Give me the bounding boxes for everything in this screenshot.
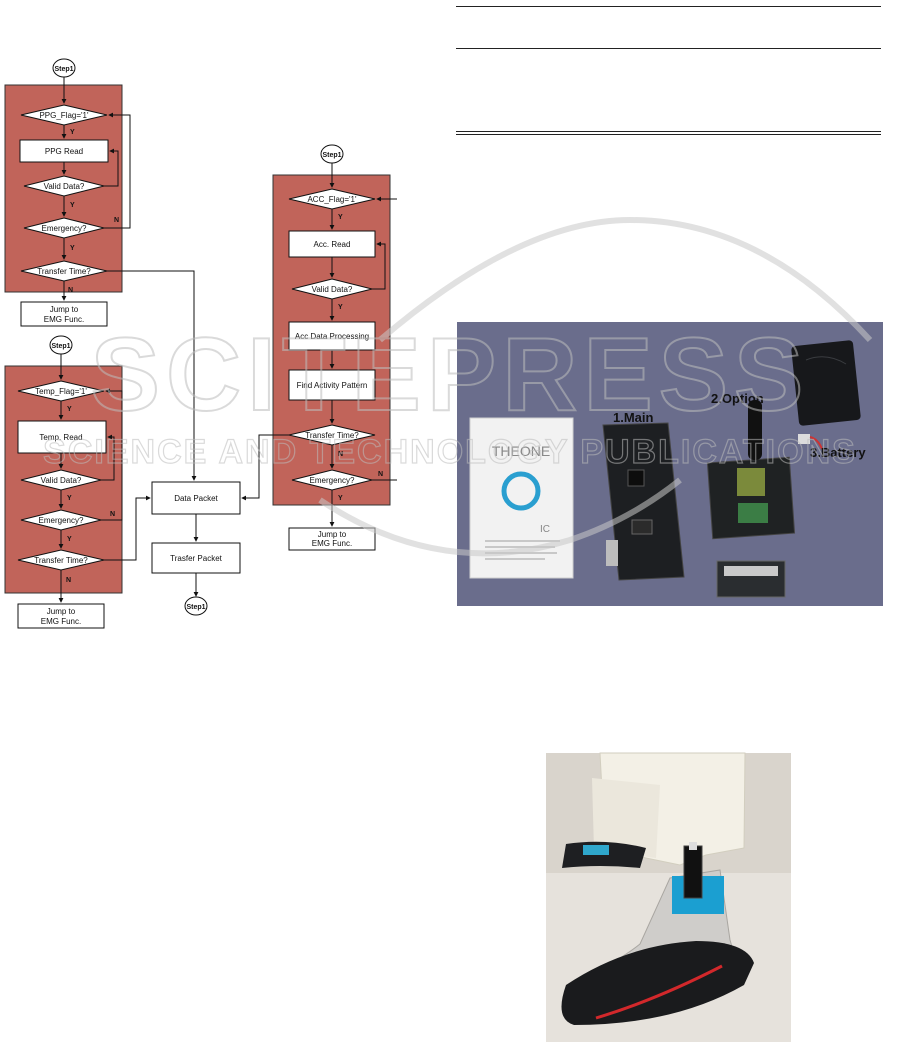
data-packet-box	[151, 481, 241, 515]
svg-text:Valid Data?: Valid Data?	[41, 476, 82, 485]
box-mark: IC	[540, 524, 550, 535]
sensor-device	[683, 845, 703, 899]
option-board	[706, 456, 796, 540]
svg-text:Transfer Time?: Transfer Time?	[305, 431, 359, 440]
box-logo-ring	[501, 471, 541, 511]
svg-text:Y: Y	[70, 245, 75, 252]
svg-text:Transfer Time?: Transfer Time?	[34, 556, 88, 565]
ppg-flag-label: PPG_Flag='1'	[39, 111, 89, 120]
svg-text:N: N	[66, 577, 71, 584]
svg-text:Step1: Step1	[51, 343, 70, 350]
svg-text:Acc. Read: Acc. Read	[314, 240, 351, 249]
packet-flow: Data Packet Trasfer Packet Step1	[104, 270, 241, 616]
svg-text:Valid Data?: Valid Data?	[312, 285, 353, 294]
svg-text:Temp_Flag='1': Temp_Flag='1'	[35, 387, 87, 396]
svg-text:Y: Y	[338, 495, 343, 502]
box-brand: THEONE	[492, 443, 550, 459]
svg-text:EMG Func.: EMG Func.	[312, 539, 352, 548]
svg-text:Y: Y	[70, 202, 75, 209]
ppg-flow: Step1 PPG_Flag='1' Y PPG Read Valid Data…	[4, 58, 131, 327]
temp-jump-box	[17, 603, 105, 629]
right-sandal	[561, 941, 754, 1025]
main-label: 1.Main	[613, 410, 654, 425]
ppg-transfer-label: Transfer Time?	[37, 267, 91, 276]
acc-pattern-box	[288, 369, 376, 401]
svg-text:Emergency?: Emergency?	[39, 516, 84, 525]
ppg-jump-box	[20, 301, 108, 327]
svg-text:N: N	[68, 287, 73, 294]
option-label: 2.Option	[711, 391, 764, 406]
watermark-word: SCITEPRESS	[91, 317, 810, 433]
ppg-emergency-label: Emergency?	[42, 224, 87, 233]
acc-read-box	[288, 230, 376, 258]
main-board	[602, 422, 685, 581]
ppg-start-label: Step1	[54, 66, 73, 73]
svg-text:Jump to: Jump to	[50, 305, 79, 314]
ankle-photo	[546, 752, 791, 1042]
table-header-rule	[456, 48, 881, 49]
transfer-packet-box	[151, 542, 241, 574]
svg-text:N: N	[378, 471, 383, 478]
battery-pack	[791, 340, 861, 426]
table-top-rule	[456, 6, 881, 7]
svg-text:N: N	[110, 511, 115, 518]
temp-flow: Step1 Temp_Flag='1' Y Temp. Read Valid D…	[4, 335, 123, 629]
svg-text:Temp. Read: Temp. Read	[39, 433, 82, 442]
svg-text:Jump to: Jump to	[47, 607, 76, 616]
antenna	[748, 400, 762, 460]
transfer-packet-label: Trasfer Packet	[170, 554, 222, 563]
watermark-tagline: SCIENCE AND TECHNOLOGY PUBLICATIONS	[43, 433, 857, 471]
svg-text:Y: Y	[67, 495, 72, 502]
svg-text:Emergency?: Emergency?	[310, 476, 355, 485]
svg-text:Y: Y	[338, 304, 343, 311]
acc-jump-box	[288, 527, 376, 551]
watermark: SCITEPRESS SCIENCE AND TECHNOLOGY PUBLIC…	[43, 216, 873, 557]
svg-text:Jump to: Jump to	[318, 530, 347, 539]
svg-text:Y: Y	[338, 214, 343, 221]
device-photo: THEONE IC 1.Main 2.Option 3.Battery	[457, 322, 883, 606]
acc-processing-box	[288, 321, 376, 351]
acc-flow: Step1 ACC_Flag='1' Y Acc. Read Valid Dat…	[241, 144, 397, 551]
svg-text:Y: Y	[67, 536, 72, 543]
svg-text:Find Activity Pattern: Find Activity Pattern	[297, 381, 368, 390]
svg-text:EMG Func.: EMG Func.	[41, 617, 81, 626]
ppg-valid-label: Valid Data?	[44, 182, 85, 191]
temp-read-box	[17, 420, 107, 454]
table-bottom-rule-2	[456, 134, 881, 135]
table-bottom-rule	[456, 131, 881, 132]
data-packet-label: Data Packet	[174, 494, 218, 503]
svg-text:N: N	[338, 451, 343, 458]
svg-text:Y: Y	[67, 406, 72, 413]
svg-text:N: N	[114, 217, 119, 224]
svg-text:Acc Data Processing: Acc Data Processing	[295, 332, 369, 341]
ppg-read-label: PPG Read	[45, 147, 83, 156]
end-step-node	[184, 596, 208, 616]
svg-text:Y: Y	[70, 129, 75, 136]
svg-text:ACC_Flag='1': ACC_Flag='1'	[307, 195, 357, 204]
svg-text:Step1: Step1	[186, 604, 205, 611]
svg-text:Step1: Step1	[322, 152, 341, 159]
battery-label: 3.Battery	[810, 445, 866, 460]
svg-text:EMG Func.: EMG Func.	[44, 315, 84, 324]
